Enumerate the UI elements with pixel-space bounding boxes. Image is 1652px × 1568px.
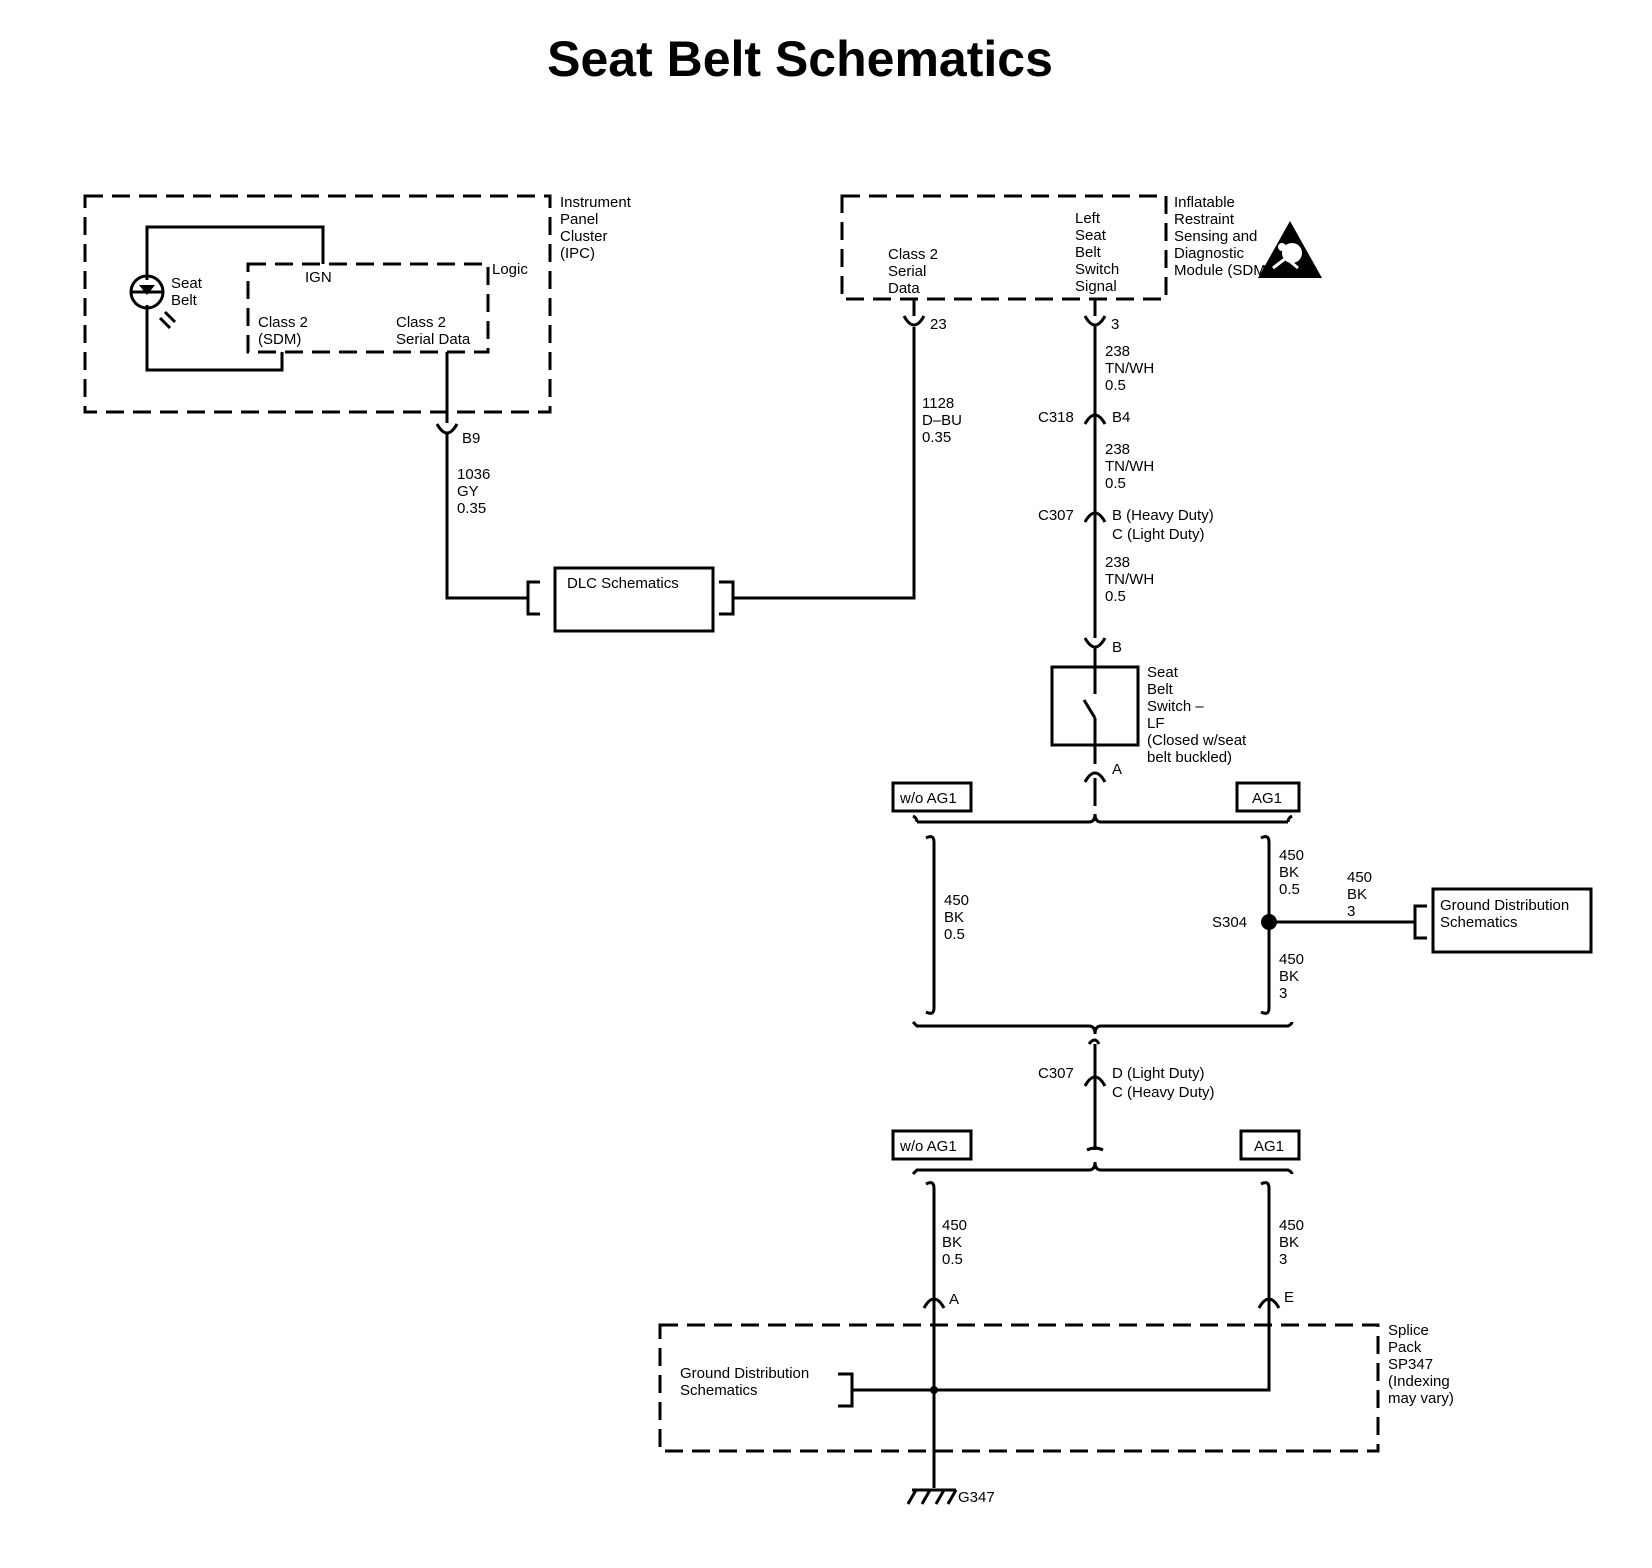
pin-a-terminal (1083, 771, 1107, 783)
splice-pack-sp347: Splice Pack SP347 (Indexing may vary) Gr… (658, 1300, 1454, 1488)
c307-top-connector (1083, 511, 1107, 523)
ground-dist-sp-bracket (838, 1372, 854, 1408)
sp-pin-e-label: E (1284, 1289, 1294, 1306)
wire-sp-bus (852, 1300, 1271, 1392)
wire-450-gnd-label: 450 BK 3 (1347, 869, 1376, 920)
bulb-return-wire (145, 305, 284, 372)
wire-450-low-right (1260, 1181, 1271, 1298)
c307-top-label: C307 (1038, 507, 1074, 524)
option-bus-top-right-cap (1286, 814, 1293, 823)
dlc-bracket-right (719, 580, 735, 616)
pin-a-label: A (1112, 761, 1122, 778)
seat-belt-switch-label: Seat Belt Switch – LF (Closed w/seat bel… (1147, 664, 1250, 766)
option-woag1-top-label: w/o AG1 (899, 790, 957, 807)
pin-b9-terminal (435, 423, 459, 435)
ipc-boundary (83, 194, 552, 414)
c307-bottom-connector (1083, 1075, 1107, 1087)
pin-b9-label: B9 (462, 430, 480, 447)
option-bus-mid (911, 1020, 1294, 1035)
sdm-class2-label: Class 2 Serial Data (888, 246, 942, 297)
pin-3-label: 3 (1111, 316, 1119, 333)
option-bus-top (917, 813, 1288, 824)
wire-450-right-top-label: 450 BK 0.5 (1279, 847, 1308, 898)
splice-s304-label: S304 (1212, 914, 1247, 931)
airbag-warning-icon (1258, 221, 1322, 278)
ipc-module: Instrument Panel Cluster (IPC) Logic IGN… (83, 194, 635, 414)
option-ag1-bottom-label: AG1 (1254, 1138, 1284, 1155)
wire-450-low-left (925, 1181, 936, 1298)
seat-belt-indicator-label: Seat Belt (171, 275, 206, 309)
wire-238b-label: 238 TN/WH 0.5 (1105, 441, 1158, 492)
c307-bottom-pins-label: D (Light Duty) C (Heavy Duty) (1112, 1065, 1215, 1101)
option-woag1-bottom-label: w/o AG1 (899, 1138, 957, 1155)
logic-boundary (246, 262, 490, 354)
pin-b4-label: B4 (1112, 409, 1130, 426)
c318-connector (1083, 413, 1107, 425)
option-woag1-bottom (891, 1129, 973, 1161)
option-bus-top-left-cap (912, 814, 919, 823)
ground-dist-bracket (1413, 904, 1427, 940)
wire-450-low-right-label: 450 BK 3 (1279, 1217, 1308, 1268)
seat-belt-indicator-icon (129, 274, 177, 330)
sp-pin-a-label: A (949, 1291, 959, 1308)
option-ag1-top-label: AG1 (1252, 790, 1282, 807)
splice-pack-label: Splice Pack SP347 (Indexing may vary) (1388, 1322, 1454, 1407)
ground-dist-box (1431, 887, 1593, 954)
wire-238a-label: 238 TN/WH 0.5 (1105, 343, 1158, 394)
ipc-label: Instrument Panel Cluster (IPC) (560, 194, 635, 262)
wire-1128 (733, 327, 916, 600)
sdm-switch-signal-label: Left Seat Belt Switch Signal (1075, 210, 1123, 295)
page-title: Seat Belt Schematics (547, 31, 1053, 87)
sdm-module: Inflatable Restraint Sensing and Diagnos… (840, 194, 1322, 301)
wire-238c-label: 238 TN/WH 0.5 (1105, 554, 1158, 605)
logic-label: Logic (492, 261, 528, 278)
wire-450-right-bot-label: 450 BK 3 (1279, 951, 1308, 1002)
ign-label: IGN (305, 269, 332, 286)
option-ag1-top (1235, 781, 1301, 813)
c307-top-pins-label: B (Heavy Duty) C (Light Duty) (1112, 507, 1218, 543)
option-ag1-bottom (1239, 1129, 1301, 1161)
dlc-box (553, 566, 715, 633)
ign-feed-wire (145, 225, 325, 280)
ground-g347-label: G347 (958, 1489, 995, 1506)
option-woag1-top (891, 781, 973, 813)
splice-pack-junction (930, 1386, 938, 1394)
wire-450-left (925, 835, 936, 1015)
ground-dist-label: Ground Distribution Schematics (1440, 897, 1573, 931)
pin-b-label: B (1112, 639, 1122, 656)
dlc-label: DLC Schematics (567, 575, 679, 592)
pin-23-label: 23 (930, 316, 947, 333)
c307-bottom-label: C307 (1038, 1065, 1074, 1082)
ground-distribution-ref[interactable]: Ground Distribution Schematics (1413, 887, 1593, 954)
seat-belt-switch-lf (1050, 665, 1140, 747)
class2-serial-label: Class 2 Serial Data (396, 314, 471, 348)
dlc-bracket-left (526, 580, 540, 616)
splice-pack-boundary (658, 1323, 1380, 1453)
dlc-schematics-ref[interactable]: DLC Schematics (526, 566, 735, 633)
c307-bottom-top-cap (1087, 1038, 1101, 1045)
ground-dist-sp-label: Ground Distribution Schematics (680, 1365, 813, 1399)
lower-split-cap (1086, 1146, 1104, 1152)
c318-label: C318 (1038, 409, 1074, 426)
pin-23-terminal (902, 315, 926, 327)
wire-1036-label: 1036 GY 0.35 (457, 466, 495, 517)
sdm-boundary (840, 194, 1168, 301)
wire-450-left-label: 450 BK 0.5 (944, 892, 973, 943)
sp-pin-a-terminal (922, 1297, 946, 1309)
pin-b-terminal (1083, 637, 1107, 649)
ground-icon (906, 1488, 958, 1505)
option-bus-bottom (911, 1161, 1294, 1176)
class2-sdm-label: Class 2 (SDM) (258, 314, 312, 348)
pin-3-terminal (1083, 315, 1107, 327)
wire-1128-label: 1128 D–BU 0.35 (922, 395, 966, 446)
sp-pin-e-terminal (1257, 1297, 1281, 1309)
sdm-label: Inflatable Restraint Sensing and Diagnos… (1174, 194, 1271, 279)
switch-blade (1082, 699, 1097, 719)
wire-450-low-left-label: 450 BK 0.5 (942, 1217, 971, 1268)
wire-1036 (445, 432, 528, 600)
